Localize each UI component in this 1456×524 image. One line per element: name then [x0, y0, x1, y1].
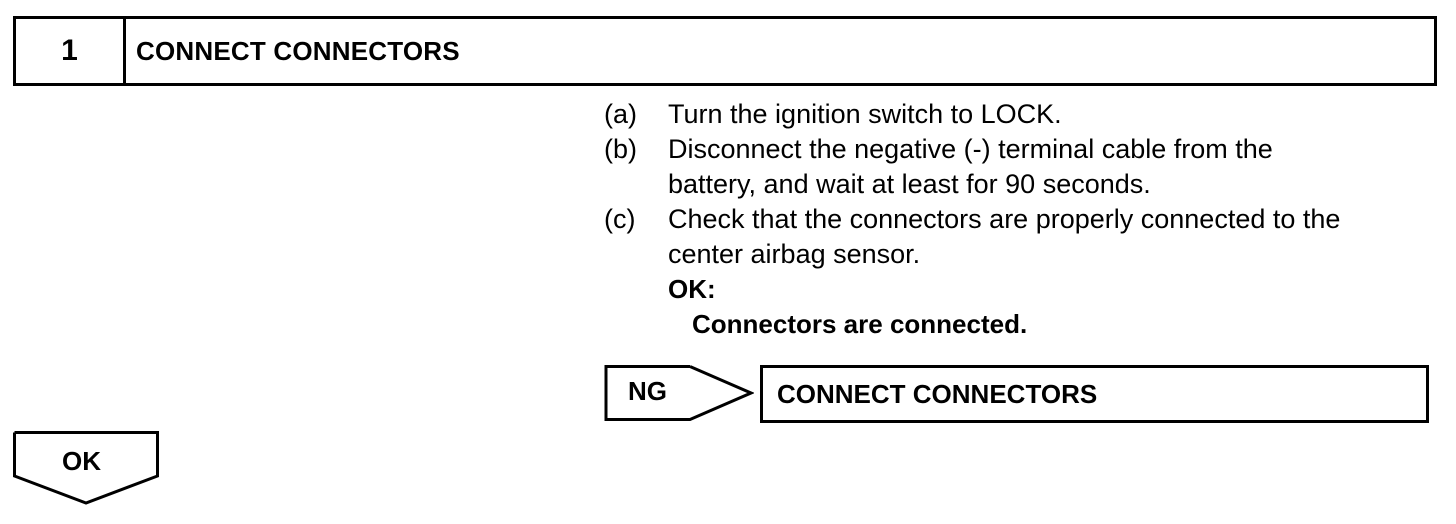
- step-letter: (a): [604, 99, 637, 129]
- step-text-line: battery, and wait at least for 90 second…: [668, 169, 1151, 199]
- step-letter: (b): [604, 134, 637, 164]
- ng-action-text: CONNECT CONNECTORS: [777, 378, 1098, 409]
- instruction-step-b: (b) Disconnect the negative (-) terminal…: [604, 132, 1434, 202]
- step-text: Check that the connectors are properly c…: [668, 202, 1434, 272]
- ok-arrow-label: OK: [62, 446, 101, 476]
- step-letter: (c): [604, 204, 636, 234]
- ok-criteria-label: OK:: [668, 274, 716, 304]
- step-text-line: center airbag sensor.: [668, 239, 921, 269]
- instruction-step-c: (c) Check that the connectors are proper…: [604, 202, 1434, 272]
- ng-label: NG: [628, 376, 667, 406]
- step-text-line: Disconnect the negative (-) terminal cab…: [668, 134, 1273, 164]
- step-header: 1 CONNECT CONNECTORS: [13, 16, 1437, 86]
- step-text-line: Turn the ignition switch to LOCK.: [668, 99, 1062, 129]
- step-title: CONNECT CONNECTORS: [136, 35, 460, 66]
- step-text: Turn the ignition switch to LOCK.: [668, 97, 1434, 132]
- ok-arrow-icon: [13, 431, 159, 505]
- instruction-list: (a) Turn the ignition switch to LOCK. (b…: [604, 97, 1434, 342]
- step-number: 1: [16, 19, 126, 83]
- instruction-step-a: (a) Turn the ignition switch to LOCK.: [604, 97, 1434, 132]
- ng-arrow-icon: [604, 365, 754, 421]
- step-text-line: Check that the connectors are properly c…: [668, 204, 1341, 234]
- ok-criteria-text: Connectors are connected.: [692, 309, 1028, 339]
- step-text: Disconnect the negative (-) terminal cab…: [668, 132, 1434, 202]
- ng-action-box: CONNECT CONNECTORS: [760, 365, 1429, 423]
